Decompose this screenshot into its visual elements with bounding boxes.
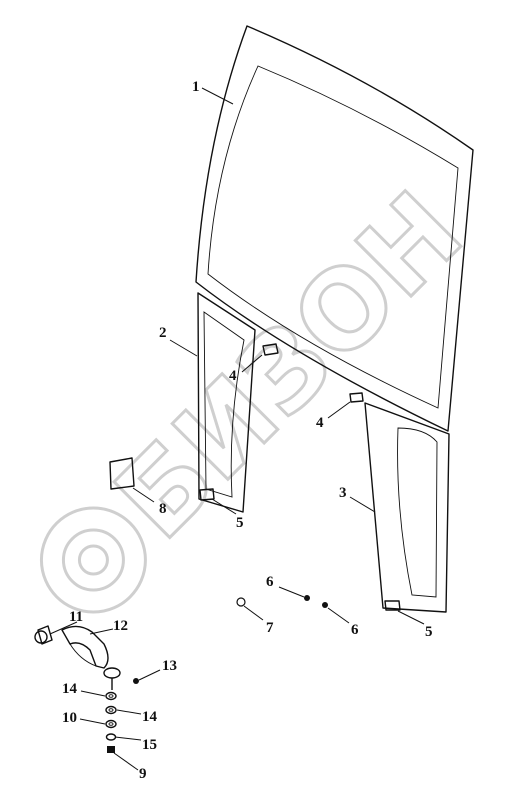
callout-4-right: 4: [316, 415, 324, 431]
callout-5-right: 5: [425, 624, 433, 640]
callout-15: 15: [142, 737, 157, 753]
callout-6-lower: 6: [351, 622, 359, 638]
dot-6-lower: [322, 602, 328, 608]
washer-14-lower: [105, 705, 117, 715]
callout-3: 3: [339, 485, 347, 501]
callout-4-left: 4: [229, 368, 237, 384]
callout-8: 8: [159, 501, 167, 517]
callout-14-upper: 14: [62, 681, 78, 697]
callout-14-lower: 14: [142, 709, 158, 725]
callout-1: 1: [192, 79, 200, 95]
washer-14-upper: [105, 691, 117, 701]
watermark-text: БИЗОН: [93, 169, 487, 563]
washer-15: [105, 719, 117, 729]
support-5-right: [384, 600, 401, 611]
clip-4-right: [349, 392, 364, 403]
ring-7: [236, 597, 246, 607]
callout-10: 10: [62, 710, 77, 726]
right-lower-glass: [364, 402, 450, 613]
callout-11: 11: [69, 609, 83, 625]
callout-12: 12: [113, 618, 128, 634]
washer-10: [105, 733, 117, 741]
watermark-emblem: [39, 506, 147, 614]
wiper-arm-12: [61, 625, 109, 669]
left-lower-glass: [197, 292, 256, 513]
callout-9: 9: [139, 766, 147, 782]
nut-9: [107, 746, 115, 753]
windshield-glass: [195, 25, 474, 432]
shaft-assembly: [103, 667, 121, 690]
callout-7: 7: [266, 620, 274, 636]
label-plate-8: [109, 457, 135, 490]
callout-2: 2: [159, 325, 167, 341]
callout-6-upper: 6: [266, 574, 274, 590]
callout-13: 13: [162, 658, 177, 674]
leader-lines: [49, 87, 425, 771]
callout-5-left: 5: [236, 515, 244, 531]
support-5-left: [199, 488, 215, 501]
clip-4-left: [262, 343, 279, 356]
dot-6-upper: [304, 595, 310, 601]
wiper-motor-11: [34, 625, 53, 645]
bolt-13: [133, 678, 139, 684]
